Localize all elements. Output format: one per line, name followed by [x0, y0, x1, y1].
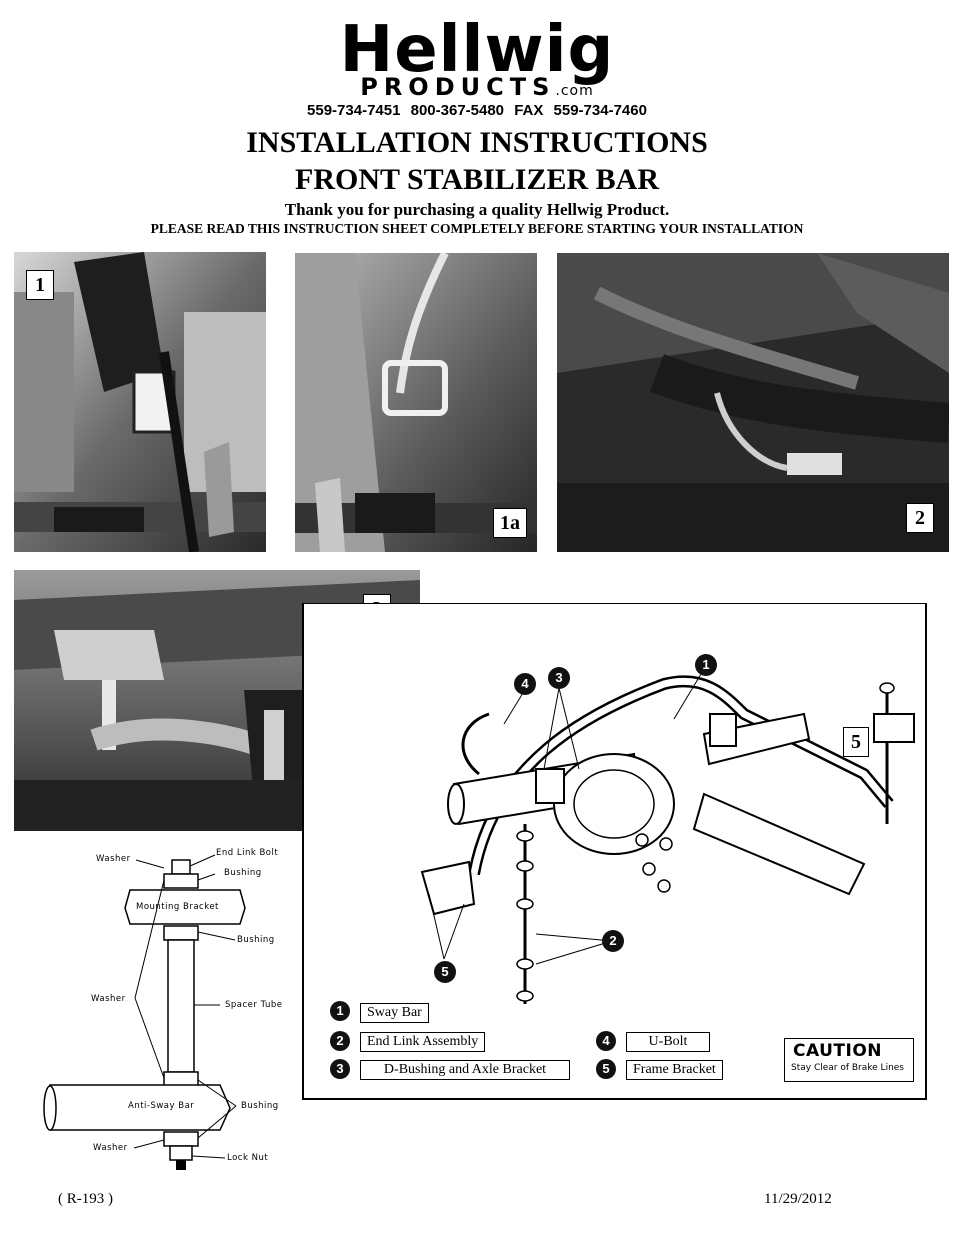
- end-link-diagram: Washer End Link Bolt Bushing Mounting Br…: [40, 840, 300, 1180]
- photo-1a-label: 1a: [493, 508, 527, 538]
- parts-drawing: [420, 668, 915, 1004]
- callout-3: 3: [548, 667, 570, 689]
- phone-numbers: 559-734-7451 800-367-5480 FAX 559-734-74…: [307, 102, 647, 119]
- diagram-callout-tag: 5: [843, 727, 869, 757]
- legend-num-1: 1: [330, 1001, 350, 1021]
- thank-you-text: Thank you for purchasing a quality Hellw…: [284, 200, 670, 219]
- photo-1a: [295, 253, 537, 552]
- legend-end-link-assembly: End Link Assembly: [360, 1032, 486, 1052]
- callout-4: 4: [514, 673, 536, 695]
- legend-frame-bracket: Frame Bracket: [626, 1060, 723, 1080]
- caution-sticker: CAUTION Stay Clear of Brake Lines: [784, 1038, 914, 1082]
- caution-title: CAUTION: [793, 1041, 883, 1061]
- label-washer-mid: Washer: [91, 994, 126, 1004]
- photo-1-label: 1: [26, 270, 54, 300]
- label-washer-bottom: Washer: [93, 1143, 128, 1153]
- document-date: 11/29/2012: [764, 1191, 832, 1207]
- parts-diagram: 1 3 4 2 5 5 1 Sway Bar 2 End Link Assemb…: [302, 603, 927, 1100]
- page-subtitle: FRONT STABILIZER BAR: [295, 163, 659, 196]
- label-anti-sway-bar: Anti-Sway Bar: [128, 1101, 195, 1111]
- brand-logo-sub: PRODUCTS.com: [0, 74, 954, 104]
- brand-sub-text: PRODUCTS: [360, 73, 556, 101]
- legend-d-bushing: D-Bushing and Axle Bracket: [360, 1060, 570, 1080]
- label-mounting-bracket: Mounting Bracket: [136, 902, 219, 912]
- legend-sway-bar: Sway Bar: [360, 1003, 429, 1023]
- end-link-drawing: [43, 854, 246, 1170]
- label-washer-top: Washer: [96, 854, 131, 864]
- callout-5: 5: [434, 961, 456, 983]
- legend-num-5: 5: [596, 1059, 616, 1079]
- brand-suffix: .com: [555, 83, 594, 99]
- brand-logo: Hellwig: [339, 13, 615, 87]
- document-code: ( R-193 ): [58, 1191, 113, 1207]
- label-bushing-low: Bushing: [241, 1101, 279, 1111]
- photo-1: [14, 252, 266, 552]
- legend-num-2: 2: [330, 1031, 350, 1051]
- callout-1: 1: [695, 654, 717, 676]
- label-spacer-tube: Spacer Tube: [225, 1000, 283, 1010]
- label-lock-nut: Lock Nut: [227, 1153, 269, 1163]
- label-bushing-mid: Bushing: [237, 935, 275, 945]
- notice-text: PLEASE READ THIS INSTRUCTION SHEET COMPL…: [150, 221, 804, 236]
- label-end-link-bolt: End Link Bolt: [216, 848, 279, 858]
- legend-u-bolt: U-Bolt: [626, 1032, 710, 1052]
- caution-text: Stay Clear of Brake Lines: [791, 1063, 905, 1073]
- label-bushing-top: Bushing: [224, 868, 262, 878]
- photo-2-label: 2: [906, 503, 934, 533]
- callout-2: 2: [602, 930, 624, 952]
- legend-num-4: 4: [596, 1031, 616, 1051]
- legend-num-3: 3: [330, 1059, 350, 1079]
- photo-2: [557, 253, 949, 552]
- page-title: INSTALLATION INSTRUCTIONS: [246, 126, 708, 159]
